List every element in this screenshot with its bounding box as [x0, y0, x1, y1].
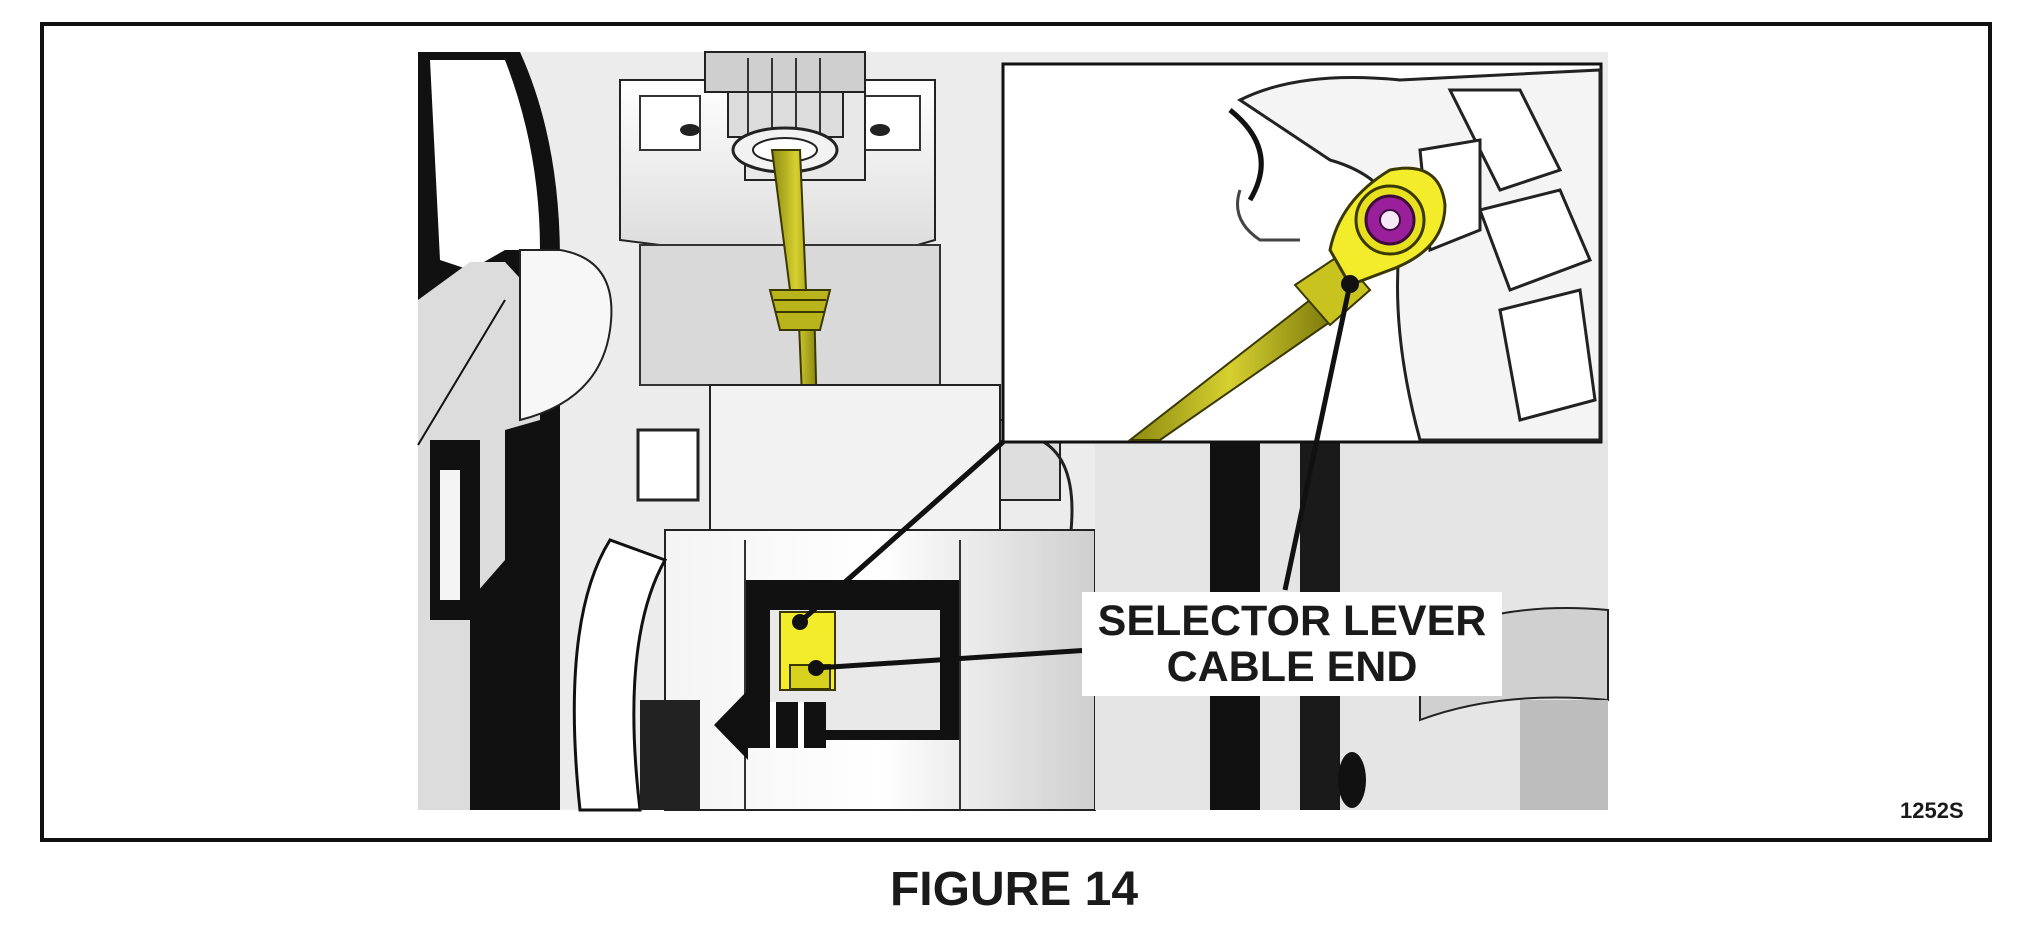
inset-detail-view [1001, 62, 1603, 444]
leader-lines [792, 283, 1353, 676]
selector-lever-cable-end-label: SELECTOR LEVER CABLE END [1082, 592, 1502, 696]
callout-line-1: SELECTOR LEVER [1097, 597, 1487, 645]
callout-line-2: CABLE END [1166, 643, 1418, 691]
figure-title: FIGURE 14 [889, 863, 1139, 916]
reference-code: 1252S [1900, 798, 1964, 823]
left-housing [417, 52, 613, 810]
direction-arrow-icon [714, 690, 826, 760]
middle-housing [636, 384, 1074, 541]
